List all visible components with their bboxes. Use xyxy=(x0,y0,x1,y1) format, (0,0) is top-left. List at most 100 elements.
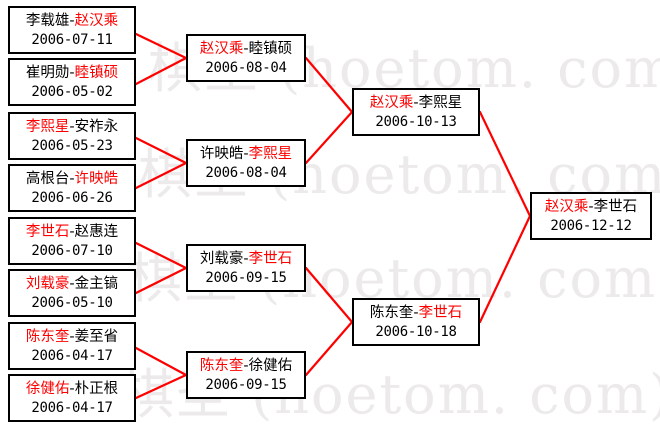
player-right: 赵汉乘 xyxy=(74,13,119,29)
match-box-r1m5[interactable]: 李世石-赵惠连 2006-07-10 xyxy=(8,217,136,265)
player-separator: - xyxy=(243,146,249,162)
connector-r1m1-r2m1 xyxy=(134,32,188,60)
player-left: 刘载豪 xyxy=(25,276,70,292)
player-left: 李熙星 xyxy=(25,119,70,135)
player-right: 许映皓 xyxy=(74,171,119,187)
match-date: 2006-09-15 xyxy=(205,270,287,286)
connector-r1m5-r2m3 xyxy=(134,241,188,270)
player-separator: - xyxy=(413,305,419,321)
match-box-r2m3[interactable]: 刘载豪-李世石 2006-09-15 xyxy=(186,244,306,292)
player-left: 李载雄 xyxy=(25,13,70,29)
match-date: 2006-10-18 xyxy=(375,324,457,340)
match-date: 2006-04-17 xyxy=(31,348,113,364)
player-left: 赵汉乘 xyxy=(369,95,414,111)
player-separator: - xyxy=(588,199,594,215)
match-players: 刘载豪-金主镐 xyxy=(10,274,134,294)
player-left: 赵汉乘 xyxy=(199,41,244,57)
player-left: 徐健佑 xyxy=(25,381,70,397)
match-box-r2m2[interactable]: 许映皓-李熙星 2006-08-04 xyxy=(186,139,306,187)
connector-sf1-final xyxy=(478,110,532,218)
match-players: 陈东奎-徐健佑 xyxy=(188,356,304,376)
player-separator: - xyxy=(69,65,75,81)
match-players: 赵汉乘-李世石 xyxy=(532,197,650,217)
player-separator: - xyxy=(69,329,75,345)
player-separator: - xyxy=(413,95,419,111)
connector-r2m4-sf2 xyxy=(304,320,354,377)
player-right: 李熙星 xyxy=(248,146,293,162)
player-left: 陈东奎 xyxy=(369,305,414,321)
connector-sf2-final xyxy=(478,214,532,324)
match-date: 2006-04-17 xyxy=(31,400,113,416)
player-separator: - xyxy=(69,381,75,397)
connector-r1m7-r2m4 xyxy=(134,346,188,377)
player-left: 李世石 xyxy=(25,224,70,240)
player-right: 徐健佑 xyxy=(248,358,293,374)
match-date: 2006-09-15 xyxy=(205,377,287,393)
match-date: 2006-06-26 xyxy=(31,190,113,206)
player-left: 陈东奎 xyxy=(25,329,70,345)
match-box-r1m8[interactable]: 徐健佑-朴正根 2006-04-17 xyxy=(8,374,136,422)
match-date: 2006-07-10 xyxy=(31,243,113,259)
match-players: 徐健佑-朴正根 xyxy=(10,379,134,399)
player-separator: - xyxy=(243,41,249,57)
player-separator: - xyxy=(69,224,75,240)
connector-r1m6-r2m3 xyxy=(134,266,188,295)
match-box-r1m7[interactable]: 陈东奎-姜至省 2006-04-17 xyxy=(8,322,136,370)
match-players: 李载雄-赵汉乘 xyxy=(10,11,134,31)
match-players: 李世石-赵惠连 xyxy=(10,222,134,242)
match-date: 2006-05-02 xyxy=(31,84,113,100)
match-players: 陈东奎-李世石 xyxy=(354,303,478,323)
match-box-r1m4[interactable]: 高根台-许映皓 2006-06-26 xyxy=(8,164,136,212)
connector-r2m3-sf2 xyxy=(304,266,354,324)
match-date: 2006-05-10 xyxy=(31,295,113,311)
match-date: 2006-08-04 xyxy=(205,60,287,76)
match-date: 2006-10-13 xyxy=(375,114,457,130)
connector-r1m3-r2m2 xyxy=(134,136,188,165)
match-players: 李熙星-安祚永 xyxy=(10,117,134,137)
player-right: 李熙星 xyxy=(418,95,463,111)
match-players: 刘载豪-李世石 xyxy=(188,249,304,269)
player-left: 刘载豪 xyxy=(199,251,244,267)
match-players: 崔明勋-睦镇硕 xyxy=(10,63,134,83)
player-right: 朴正根 xyxy=(74,381,119,397)
player-separator: - xyxy=(69,276,75,292)
match-players: 高根台-许映皓 xyxy=(10,169,134,189)
connector-r1m4-r2m2 xyxy=(134,161,188,190)
match-box-semifinal-2[interactable]: 陈东奎-李世石 2006-10-18 xyxy=(352,298,480,346)
match-box-r1m2[interactable]: 崔明勋-睦镇硕 2006-05-02 xyxy=(8,58,136,106)
match-box-r2m1[interactable]: 赵汉乘-睦镇硕 2006-08-04 xyxy=(186,34,306,82)
match-box-r1m1[interactable]: 李载雄-赵汉乘 2006-07-11 xyxy=(8,6,136,54)
match-box-r1m3[interactable]: 李熙星-安祚永 2006-05-23 xyxy=(8,112,136,160)
player-right: 姜至省 xyxy=(74,329,119,345)
match-players: 许映皓-李熙星 xyxy=(188,144,304,164)
player-left: 高根台 xyxy=(25,171,70,187)
player-right: 金主镐 xyxy=(74,276,119,292)
match-players: 赵汉乘-李熙星 xyxy=(354,93,478,113)
connector-r2m1-sf1 xyxy=(304,56,354,114)
player-left: 许映皓 xyxy=(199,146,244,162)
connector-r2m2-sf1 xyxy=(304,110,354,165)
player-separator: - xyxy=(69,171,75,187)
player-right: 睦镇硕 xyxy=(74,65,119,81)
player-separator: - xyxy=(243,251,249,267)
player-separator: - xyxy=(243,358,249,374)
player-right: 睦镇硕 xyxy=(248,41,293,57)
match-date: 2006-07-11 xyxy=(31,32,113,48)
match-date: 2006-12-12 xyxy=(550,218,632,234)
match-date: 2006-08-04 xyxy=(205,165,287,181)
match-date: 2006-05-23 xyxy=(31,138,113,154)
match-box-r2m4[interactable]: 陈东奎-徐健佑 2006-09-15 xyxy=(186,351,306,399)
match-players: 陈东奎-姜至省 xyxy=(10,327,134,347)
match-players: 赵汉乘-睦镇硕 xyxy=(188,39,304,59)
player-separator: - xyxy=(69,13,75,29)
match-box-r1m6[interactable]: 刘载豪-金主镐 2006-05-10 xyxy=(8,269,136,317)
match-box-final[interactable]: 赵汉乘-李世石 2006-12-12 xyxy=(530,192,652,240)
match-box-semifinal-1[interactable]: 赵汉乘-李熙星 2006-10-13 xyxy=(352,88,480,136)
player-separator: - xyxy=(69,119,75,135)
player-right: 李世石 xyxy=(593,199,638,215)
connector-r1m8-r2m4 xyxy=(134,373,188,400)
player-left: 崔明勋 xyxy=(25,65,70,81)
player-right: 赵惠连 xyxy=(74,224,119,240)
